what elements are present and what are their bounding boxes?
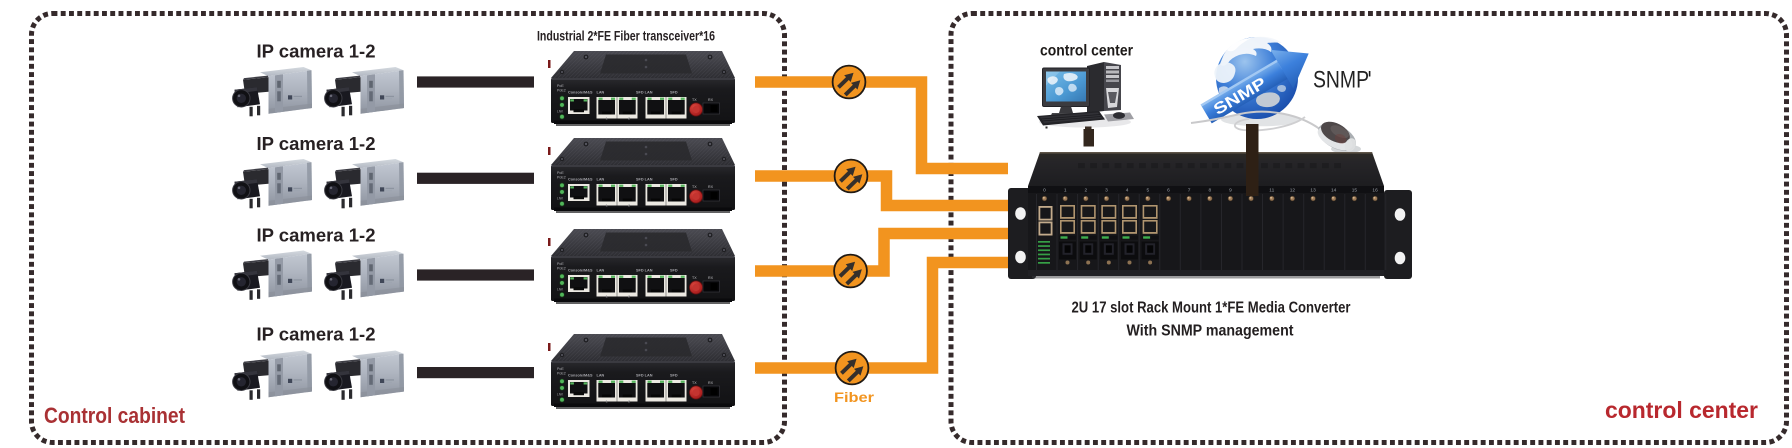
svg-text:5: 5 <box>1146 188 1149 194</box>
svg-text:3: 3 <box>1105 188 1108 194</box>
svg-text:Control cabinet: Control cabinet <box>44 403 186 428</box>
svg-text:11: 11 <box>1269 188 1274 194</box>
svg-text:13: 13 <box>1310 188 1316 194</box>
svg-text:0: 0 <box>1043 188 1046 194</box>
svg-text:Fiber: Fiber <box>834 390 875 405</box>
svg-text:2: 2 <box>1084 188 1087 194</box>
svg-text:With SNMP management: With SNMP management <box>1127 323 1295 340</box>
svg-text:15: 15 <box>1352 188 1358 194</box>
svg-text:1: 1 <box>1064 188 1067 194</box>
svg-text:IP camera 1-2: IP camera 1-2 <box>257 325 376 345</box>
svg-text:IP camera 1-2: IP camera 1-2 <box>257 134 376 154</box>
svg-text:control center: control center <box>1605 397 1758 423</box>
svg-text:control center: control center <box>1040 43 1133 60</box>
svg-text:2U 17 slot Rack Mount 1*FE Me: 2U 17 slot Rack Mount 1*FE Media Convert… <box>1072 300 1351 317</box>
svg-text:8: 8 <box>1208 188 1211 194</box>
svg-text:6: 6 <box>1167 188 1170 194</box>
svg-text:14: 14 <box>1331 188 1337 194</box>
svg-text:16: 16 <box>1372 188 1378 194</box>
svg-text:7: 7 <box>1188 188 1191 194</box>
svg-text:12: 12 <box>1290 188 1296 194</box>
svg-text:9: 9 <box>1229 188 1232 194</box>
svg-text:SNMP: SNMP <box>1313 67 1369 94</box>
svg-text:Industrial 2*FE Fiber transcei: Industrial 2*FE Fiber transceiver*16 <box>537 29 715 44</box>
svg-text:IP camera 1-2: IP camera 1-2 <box>257 226 376 246</box>
svg-text:IP camera 1-2: IP camera 1-2 <box>257 42 376 62</box>
svg-text:4: 4 <box>1126 188 1129 194</box>
